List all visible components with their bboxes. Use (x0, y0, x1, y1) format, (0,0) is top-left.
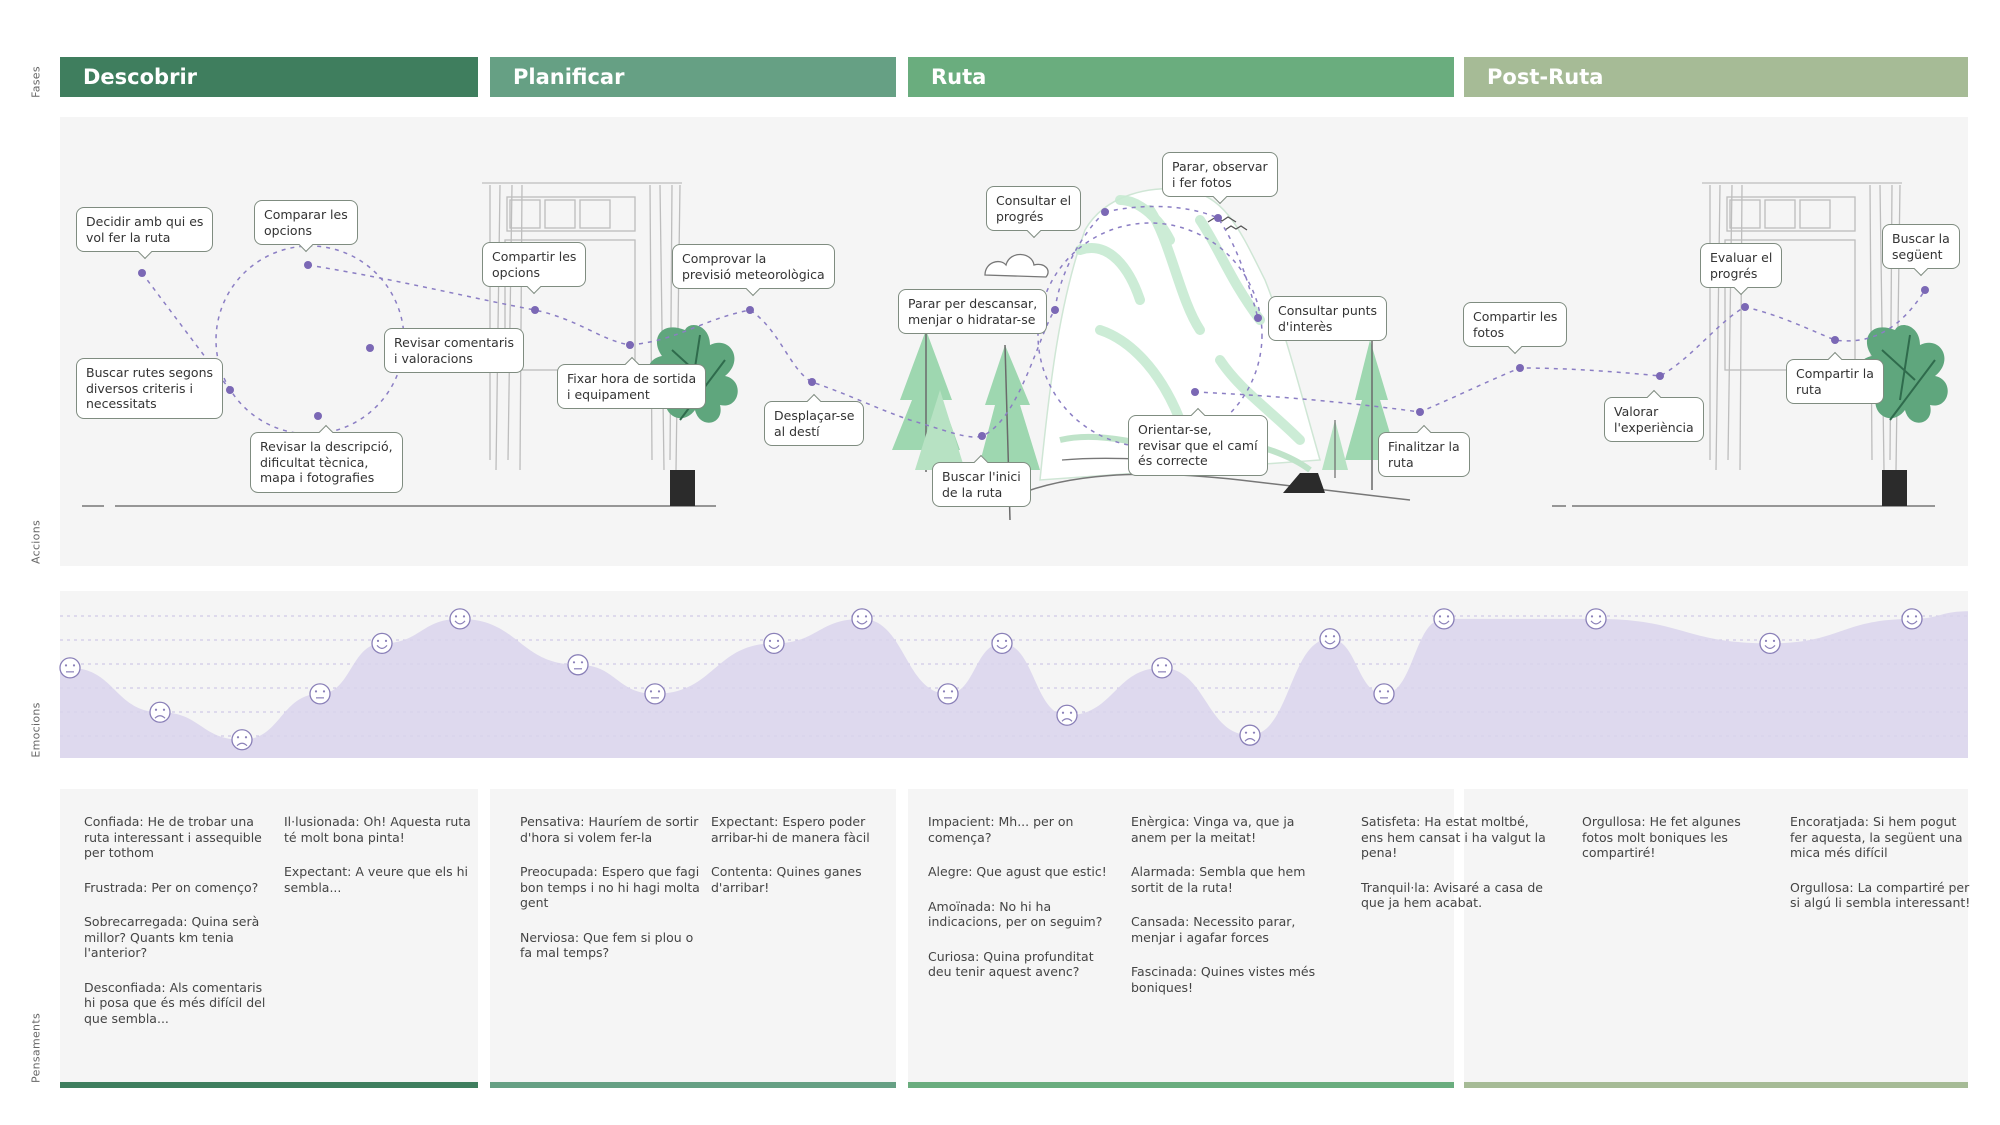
thought-item: Orgullosa: La compartiré per si algú li … (1790, 879, 1971, 911)
action-consultar-progres: Consultar el progrés (986, 186, 1082, 231)
window-illustration-right (1702, 182, 1902, 471)
action-buscar-seguent: Buscar la següent (1882, 224, 1960, 269)
action-evaluar-progres: Evaluar el progrés (1700, 243, 1783, 288)
emotion-face-icon (1585, 608, 1607, 630)
thought-item: Satisfeta: Ha estat moltbé, ens hem cans… (1361, 814, 1546, 860)
thought-item: Sobrecarregada: Quina serà millor? Quant… (84, 914, 260, 960)
thought-item: Frustrada: Per on començo? (84, 879, 259, 895)
thought-item: Desconfiada: Als comentaris hi posa que … (84, 979, 266, 1026)
thought-item: Impacient: Mh... per on comença? (928, 814, 1074, 845)
action-buscar-rutes: Buscar rutes segons diversos criteris i … (76, 358, 224, 419)
thought-item: Alegre: Que agust que estic! (928, 864, 1107, 879)
journey-dots (138, 208, 1929, 440)
emotion-face-icon (1373, 683, 1395, 705)
emotion-face-icon (371, 632, 393, 655)
thought-item: Orgullosa: He fet algunes fotos molt bon… (1582, 814, 1741, 860)
action-compartir-opcions: Compartir les opcions (482, 242, 587, 287)
thought-item: Amoïnada: No hi ha indicacions, per on s… (928, 898, 1103, 930)
thoughts-panel-ruta (908, 789, 1454, 1084)
action-revisar-comentaris: Revisar comentaris i valoracions (384, 328, 524, 373)
action-revisar-descripcio: Revisar la descripció, dificultat tècnic… (250, 432, 403, 493)
action-comparar-opcions: Comparar les opcions (254, 200, 358, 245)
emotion-face-icon (1433, 608, 1455, 630)
emotion-face-icon (567, 654, 589, 676)
emotion-face-icon (449, 608, 471, 630)
emotion-face-icon (1901, 608, 1923, 630)
thought-item: Alarmada: Sembla que hem sortit de la ru… (1131, 864, 1306, 895)
emotion-face-icon (1759, 632, 1781, 655)
thoughts-ruta-col2: Enèrgica: Vinga va, que ja anem per la m… (1131, 814, 1331, 1014)
thought-item: Pensativa: Hauríem de sortir d'hora si v… (520, 814, 699, 845)
action-valorar-experiencia: Valorar l'experiència (1604, 397, 1704, 442)
action-decidir-amb-qui: Decidir amb qui es vol fer la ruta (76, 207, 214, 252)
bar-ruta (908, 1082, 1454, 1088)
thought-item: Cansada: Necessito parar, menjar i agafa… (1131, 914, 1296, 945)
thought-item: Expectant: A veure que els hi sembla... (284, 864, 468, 895)
thoughts-panel-postruta (1464, 789, 1968, 1084)
thoughts-ruta-col1: Impacient: Mh... per on comença? Alegre: … (928, 814, 1123, 999)
thoughts-panel-descobrir (60, 789, 478, 1084)
thought-item: Expectant: Espero poder arribar-hi de ma… (711, 814, 870, 845)
emotion-face-icon (1056, 704, 1078, 726)
action-consultar-punts: Consultar punts d'interès (1268, 296, 1388, 341)
emotion-face-icon (1239, 724, 1261, 746)
thought-item: Nerviosa: Que fem si plou o fa mal temps… (520, 929, 694, 961)
thoughts-descobrir-col1: Confiada: He de trobar una ruta interess… (84, 814, 274, 1045)
action-compartir-ruta: Compartir la ruta (1786, 359, 1884, 404)
thoughts-descobrir-col2: Il·lusionada: Oh! Aquesta ruta té molt b… (284, 814, 474, 914)
emotion-face-icon (1319, 628, 1341, 650)
emotion-face-icon (991, 632, 1013, 655)
phase-postruta: Post-Ruta (1464, 57, 1968, 97)
thoughts-postruta-col2: Encoratjada: Si hem pogut fer aquesta, l… (1790, 814, 1971, 930)
emotion-face-icon (309, 683, 331, 705)
bar-planificar (490, 1082, 896, 1088)
thoughts-planificar-col2: Expectant: Espero poder arribar-hi de ma… (711, 814, 891, 914)
emotion-face-icon (763, 632, 785, 655)
action-compartir-fotos: Compartir les fotos (1463, 302, 1568, 347)
thought-item: Contenta: Quines ganes d'arribar! (711, 864, 862, 895)
action-parar-descansar: Parar per descansar, menjar o hidratar-s… (898, 289, 1048, 334)
action-buscar-inici: Buscar l'inici de la ruta (932, 462, 1031, 507)
action-parar-observar: Parar, observar i fer fotos (1162, 152, 1278, 197)
thoughts-ruta-col3: Satisfeta: Ha estat moltbé, ens hem cans… (1361, 814, 1561, 930)
phase-planificar: Planificar (490, 57, 896, 97)
action-fixar-hora: Fixar hora de sortida i equipament (557, 364, 707, 409)
action-desplacar-desti: Desplaçar-se al destí (764, 401, 865, 446)
emotion-face-icon (149, 701, 171, 723)
emotion-face-icon (644, 683, 666, 705)
emotion-face-icon (851, 608, 873, 630)
thought-item: Il·lusionada: Oh! Aquesta ruta té molt b… (284, 814, 471, 845)
thought-item: Enèrgica: Vinga va, que ja anem per la m… (1131, 814, 1295, 845)
thought-item: Encoratjada: Si hem pogut fer aquesta, l… (1790, 814, 1963, 860)
emotion-face-icon (1151, 657, 1173, 679)
bar-descobrir (60, 1082, 478, 1088)
thoughts-panel-planificar (490, 789, 896, 1084)
emotion-face-icon (231, 729, 253, 751)
thought-item: Fascinada: Quines vistes més boniques! (1131, 964, 1316, 995)
thought-item: Tranquil·la: Avisaré a casa de que ja he… (1361, 879, 1543, 911)
thought-item: Preocupada: Espero que fagi bon temps i … (520, 864, 700, 910)
emotion-area (60, 611, 1968, 758)
phase-ruta: Ruta (908, 57, 1454, 97)
action-comprovar-previsio: Comprovar la previsió meteorològica (672, 244, 835, 289)
thought-item: Confiada: He de trobar una ruta interess… (84, 814, 262, 860)
emotion-face-icon (59, 657, 81, 679)
action-orientar-se: Orientar-se, revisar que el camí és corr… (1128, 415, 1268, 476)
bar-postruta (1464, 1082, 1968, 1088)
emotion-face-icon (937, 683, 959, 705)
phase-descobrir: Descobrir (60, 57, 478, 97)
thoughts-postruta-col1: Orgullosa: He fet algunes fotos molt bon… (1582, 814, 1772, 880)
action-finalitzar-ruta: Finalitzar la ruta (1378, 432, 1470, 477)
thought-item: Curiosa: Quina profunditat deu tenir aqu… (928, 948, 1094, 980)
thoughts-planificar-col1: Pensativa: Hauríem de sortir d'hora si v… (520, 814, 710, 980)
